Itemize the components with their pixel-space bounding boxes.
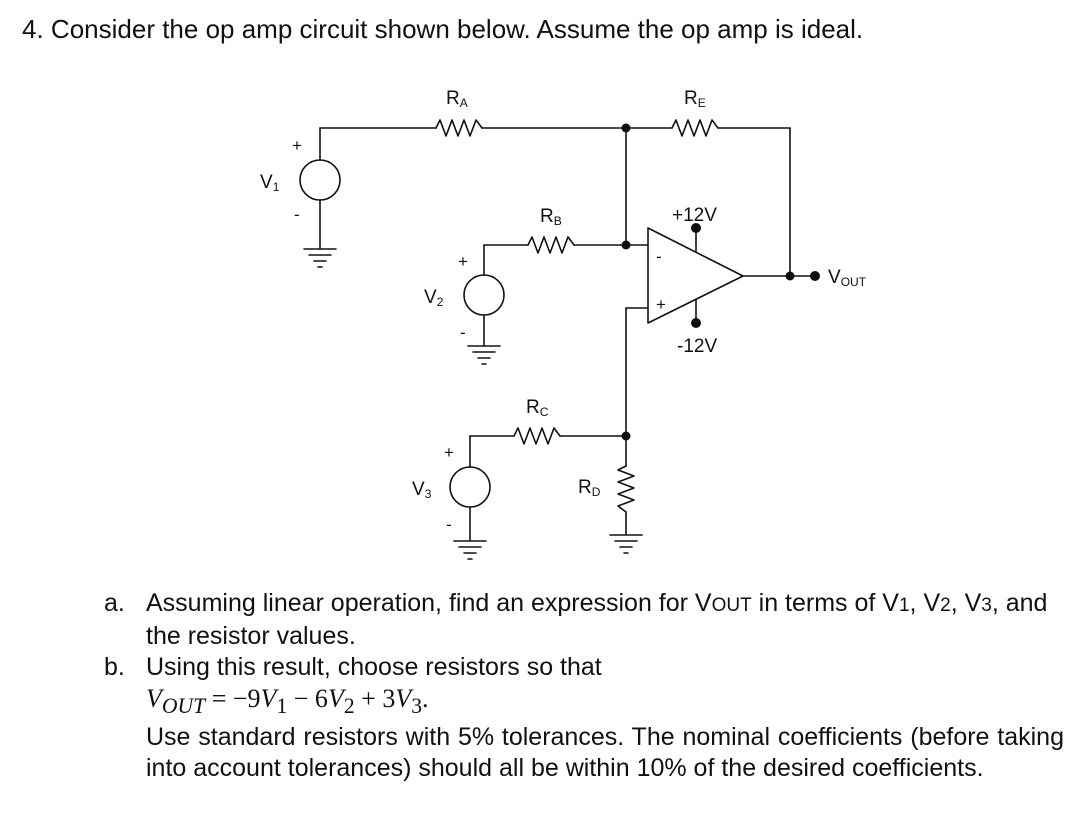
part-a: a. Assuming linear operation, find an ex…	[104, 588, 1064, 652]
ground-rd	[609, 534, 643, 554]
negative-supply-terminal	[691, 318, 701, 328]
source-v3	[449, 435, 515, 541]
question-heading: 4. Consider the op amp circuit shown bel…	[22, 14, 863, 45]
vout-label: VOUT	[828, 267, 867, 289]
re-label: RE	[684, 88, 706, 110]
ra-label: RA	[446, 88, 468, 110]
v2-label: V2	[424, 287, 444, 309]
target-equation: VOUT = −9V1 − 6V2 + 3V3.	[146, 684, 429, 719]
source-v1	[299, 127, 437, 249]
rd-label: RD	[578, 477, 601, 499]
part-a-text: Assuming linear operation, find an expre…	[146, 589, 1048, 650]
ground-v1	[303, 248, 337, 268]
rb-label: RB	[540, 206, 562, 228]
resistor-rc	[513, 427, 561, 445]
ground-v2	[467, 345, 501, 365]
v1-plus-sign: +	[292, 136, 302, 155]
junction-dot	[621, 123, 631, 133]
question-text: Consider the op amp circuit shown below.…	[50, 14, 864, 44]
resistor-rb	[527, 236, 575, 254]
question-number: 4.	[22, 14, 44, 44]
v3-label: V3	[412, 479, 432, 501]
op-amp-circuit-diagram: + - V1 + - V2 + - V3 RA RE RB RC RD - + …	[260, 88, 867, 560]
opamp-inverting-sign: -	[656, 247, 662, 266]
v3-plus-sign: +	[444, 443, 454, 462]
part-b-note: Use standard resistors with 5% tolerance…	[146, 723, 1064, 783]
v2-plus-sign: +	[458, 252, 468, 271]
part-b-intro: Using this result, choose resistors so t…	[146, 653, 602, 681]
v3-minus-sign: -	[446, 515, 452, 534]
part-b-letter: b.	[104, 653, 125, 681]
junction-dot	[785, 271, 795, 281]
source-v2	[463, 244, 529, 346]
v2-minus-sign: -	[460, 323, 466, 342]
negative-supply-label: -12V	[677, 336, 717, 357]
v1-minus-sign: -	[294, 205, 300, 224]
opamp-noninverting-sign: +	[656, 295, 666, 314]
resistor-re	[671, 119, 719, 137]
positive-supply-terminal	[691, 223, 701, 233]
positive-supply-label: +12V	[672, 205, 717, 226]
rc-label: RC	[526, 397, 549, 419]
output-terminal	[810, 271, 820, 281]
junction-dot	[621, 431, 631, 441]
junction-dot	[621, 240, 631, 250]
resistor-rd	[617, 465, 635, 513]
question-parts: a. Assuming linear operation, find an ex…	[104, 588, 1064, 784]
ground-v3	[453, 540, 487, 560]
v1-label: V1	[260, 172, 280, 194]
part-a-letter: a.	[104, 589, 125, 617]
resistor-ra	[435, 119, 483, 137]
part-b: b. Using this result, choose resistors s…	[104, 652, 1064, 784]
